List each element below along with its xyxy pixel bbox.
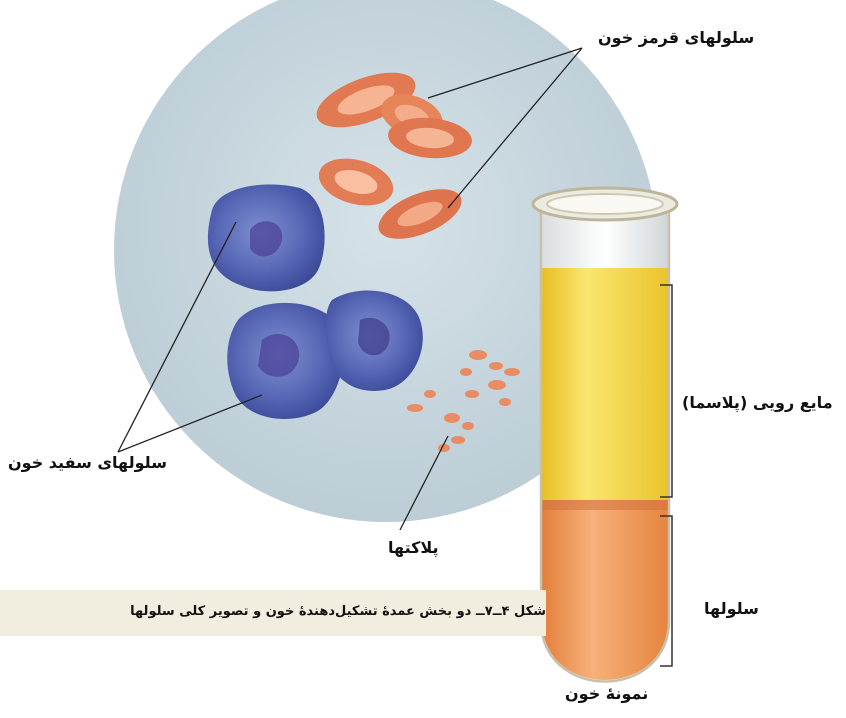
red-blood-cells-label: سلولهای قرمز خون — [598, 28, 754, 47]
white-blood-cells-label: سلولهای سفید خون — [8, 453, 167, 472]
figure-caption: شکل ۴ــ۷ــ دو بخش عمدهٔ تشکیل‌دهندهٔ خون… — [0, 596, 546, 632]
platelets-label: پلاکتها — [388, 538, 439, 557]
blood-sample-label: نمونهٔ خون — [565, 684, 648, 703]
cells-label: سلولها — [704, 599, 759, 618]
figure-caption-text: شکل ۴ــ۷ــ دو بخش عمدهٔ تشکیل‌دهندهٔ خون… — [130, 604, 546, 619]
test-tube — [533, 188, 677, 682]
plasma-label: مایع رویی (پلاسما) — [682, 393, 833, 412]
